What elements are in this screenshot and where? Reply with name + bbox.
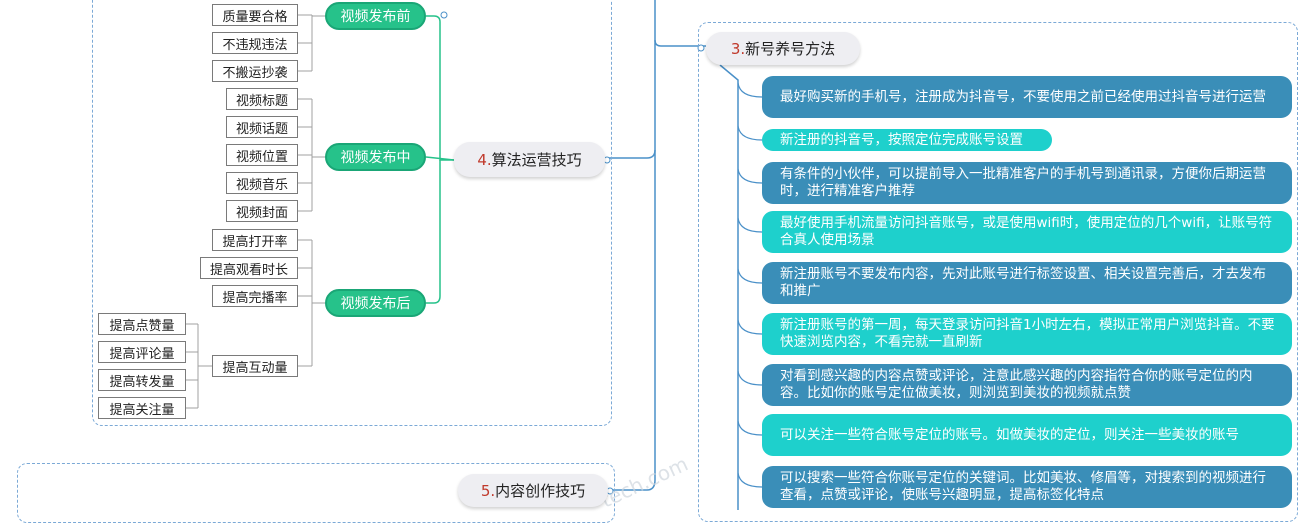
link-root-section4: [605, 40, 656, 159]
section3-item[interactable]: 新注册的抖音号，按照定位完成账号设置: [762, 129, 1052, 151]
link-section3-item: [737, 472, 763, 488]
subtopic-before-publish[interactable]: 视频发布前: [325, 2, 426, 30]
subtopic-after-publish[interactable]: 视频发布后: [325, 289, 426, 317]
topic-section3[interactable]: 3.新号养号方法: [706, 32, 860, 65]
topic-title: 新号养号方法: [745, 40, 836, 58]
leaf-label: 提高观看时长: [209, 262, 288, 278]
link-section3-item: [737, 319, 763, 335]
leaf-node[interactable]: 视频位置: [226, 144, 298, 166]
leaf-label: 提高评论量: [109, 346, 175, 362]
section3-item-text: 新注册的抖音号，按照定位完成账号设置: [780, 131, 1023, 148]
topic-title: 算法运营技巧: [491, 151, 582, 169]
subtopic-during-publish[interactable]: 视频发布中: [325, 143, 426, 171]
link-section3-item: [737, 420, 763, 436]
section3-item[interactable]: 最好使用手机流量访问抖音账号，或是使用wifi时，使用定位的几个wifi，让账号…: [762, 211, 1292, 253]
section3-item[interactable]: 可以搜索一些符合你账号定位的关键词。比如美妆、修眉等，对搜索到的视频进行查看，点…: [762, 466, 1292, 508]
topic-number: 3.: [730, 39, 746, 58]
section4-frame: [92, 0, 612, 426]
link-root-section5: [608, 150, 656, 491]
link-interaction-leaves: [186, 323, 212, 409]
leaf-label: 提高点赞量: [109, 318, 175, 334]
section3-item[interactable]: 可以关注一些符合账号定位的账号。如做美妆的定位，则关注一些美妆的账号: [762, 414, 1292, 456]
link-section3-item: [737, 125, 763, 141]
leaf-label: 提高关注量: [109, 402, 175, 418]
link-section3-item: [737, 217, 763, 233]
link-before-leaves: [298, 14, 313, 72]
section3-item-text: 可以关注一些符合账号定位的账号。如做美妆的定位，则关注一些美妆的账号: [780, 426, 1239, 443]
link-section4-after: [426, 160, 441, 304]
leaf-label: 提高打开率: [222, 234, 288, 250]
leaf-node[interactable]: 视频标题: [226, 88, 298, 110]
leaf-node[interactable]: 提高打开率: [212, 229, 298, 251]
connector-lines: [186, 0, 763, 510]
leaf-node[interactable]: 不违规违法: [212, 32, 298, 54]
topic-title: 内容创作技巧: [495, 482, 586, 500]
link-section4-during: [425, 156, 455, 161]
section3-item[interactable]: 有条件的小伙伴，可以提前导入一批精准客户的手机号到通讯录，方便你后期运营时，进行…: [762, 162, 1292, 204]
leaf-label: 视频音乐: [235, 177, 288, 193]
section3-item[interactable]: 对看到感兴趣的内容点赞或评论，注意此感兴趣的内容指符合你的账号定位的内容。比如你…: [762, 364, 1292, 406]
section3-item-text: 可以搜索一些符合你账号定位的关键词。比如美妆、修眉等，对搜索到的视频进行查看，点…: [780, 470, 1266, 503]
section3-item-text: 有条件的小伙伴，可以提前导入一批精准客户的手机号到通讯录，方便你后期运营时，进行…: [780, 166, 1266, 199]
leaf-label: 质量要合格: [222, 9, 288, 25]
leaf-label: 提高完播率: [222, 290, 288, 306]
subtopic-label: 视频发布后: [340, 296, 411, 312]
link-during-leaves: [298, 98, 325, 212]
leaf-label: 不违规违法: [222, 37, 288, 53]
topic-section5[interactable]: 5.内容创作技巧: [458, 474, 608, 507]
section3-item-text: 最好使用手机流量访问抖音账号，或是使用wifi时，使用定位的几个wifi，让账号…: [780, 215, 1273, 248]
section3-item-text: 对看到感兴趣的内容点赞或评论，注意此感兴趣的内容指符合你的账号定位的内容。比如你…: [780, 368, 1253, 401]
leaf-label: 提高互动量: [222, 360, 288, 376]
link-section3-item: [737, 82, 763, 98]
section3-item-text: 最好购买新的手机号，注册成为抖音号，不要使用之前已经使用过抖音号进行运营: [780, 88, 1266, 105]
topic-section4[interactable]: 4.算法运营技巧: [454, 142, 605, 177]
topic-number: 4.: [477, 150, 492, 169]
leaf-node[interactable]: 提高关注量: [98, 397, 186, 419]
link-section3-item: [737, 370, 763, 386]
section3-item[interactable]: 新注册账号的第一周，每天登录访问抖音1小时左右，模拟正常用户浏览抖音。不要快速浏…: [762, 313, 1292, 355]
section3-item[interactable]: 最好购买新的手机号，注册成为抖音号，不要使用之前已经使用过抖音号进行运营: [762, 76, 1292, 118]
subtopic-label: 视频发布前: [340, 9, 411, 25]
leaf-node[interactable]: 提高观看时长: [200, 257, 298, 279]
leaf-label: 不搬运抄袭: [222, 65, 288, 81]
leaf-node[interactable]: 视频音乐: [226, 172, 298, 194]
link-section4-before: [426, 15, 454, 161]
leaf-node[interactable]: 视频话题: [226, 116, 298, 138]
leaf-label: 视频话题: [235, 121, 288, 137]
link-section3-item: [737, 168, 763, 184]
topic-number: 5.: [480, 481, 496, 500]
leaf-node[interactable]: 提高点赞量: [98, 313, 186, 335]
section3-item[interactable]: 新注册账号不要发布内容，先对此账号进行标签设置、相关设置完善后，才去发布和推广: [762, 262, 1292, 304]
leaf-label: 提高转发量: [109, 374, 175, 390]
leaf-node[interactable]: 不搬运抄袭: [212, 60, 298, 82]
mindmap-canvas: tech.com 3.新号养号方法 最好购买新的手机号，注册成为抖音号，不要使用…: [17, 0, 1298, 523]
section3-item-text: 新注册账号不要发布内容，先对此账号进行标签设置、相关设置完善后，才去发布和推广: [780, 266, 1266, 299]
leaf-node[interactable]: 质量要合格: [212, 4, 298, 26]
leaf-label: 视频位置: [235, 149, 288, 165]
link-after-leaves: [298, 239, 325, 367]
leaf-node[interactable]: 提高互动量: [212, 355, 298, 377]
leaf-node[interactable]: 提高评论量: [98, 341, 186, 363]
leaf-label: 视频封面: [235, 205, 288, 221]
leaf-node[interactable]: 提高完播率: [212, 285, 298, 307]
leaf-node[interactable]: 视频封面: [226, 200, 298, 222]
leaf-label: 视频标题: [235, 93, 288, 109]
link-section3-spine: [719, 64, 739, 510]
leaf-node[interactable]: 提高转发量: [98, 369, 186, 391]
subtopic-label: 视频发布中: [340, 150, 411, 166]
collapse-toggle-before[interactable]: [440, 11, 448, 19]
section3-item-text: 新注册账号的第一周，每天登录访问抖音1小时左右，模拟正常用户浏览抖音。不要快速浏…: [780, 317, 1275, 350]
link-section3-item: [737, 268, 763, 284]
